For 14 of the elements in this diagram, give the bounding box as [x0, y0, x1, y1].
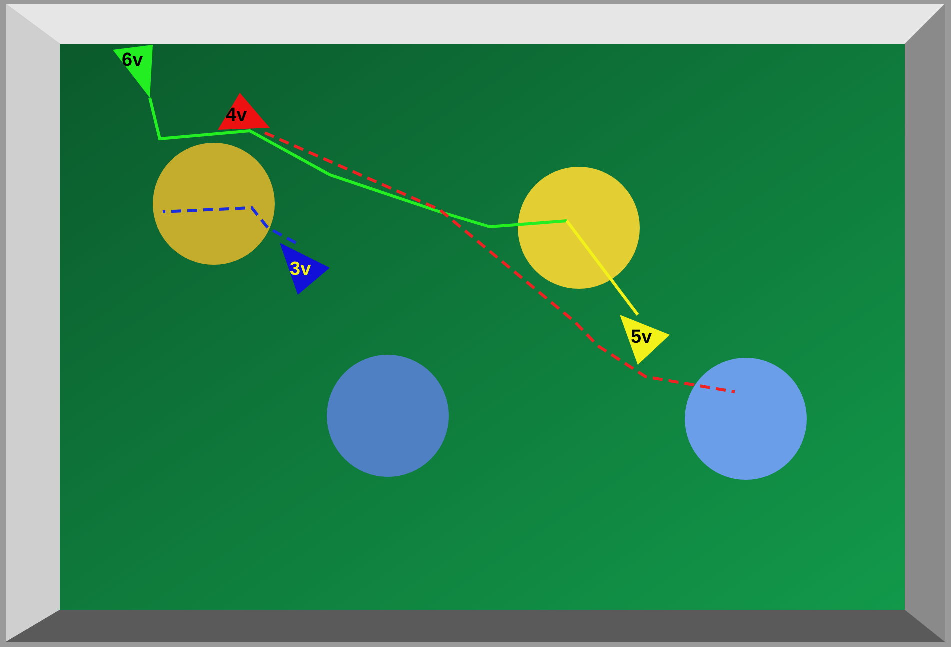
shot-path — [264, 132, 736, 394]
ball — [685, 358, 807, 480]
shot-path — [162, 206, 297, 244]
voltage-label: 4v — [226, 106, 248, 126]
shot-path — [148, 98, 568, 229]
shot-path — [566, 220, 640, 316]
voltage-label: 5v — [631, 328, 652, 348]
voltage-label: 3v — [290, 260, 312, 280]
marker-triangle — [618, 313, 672, 367]
ball — [153, 143, 275, 265]
ball — [518, 167, 640, 289]
voltage-label: 6v — [122, 51, 144, 71]
ball — [327, 355, 449, 477]
marker-triangle — [278, 241, 332, 297]
